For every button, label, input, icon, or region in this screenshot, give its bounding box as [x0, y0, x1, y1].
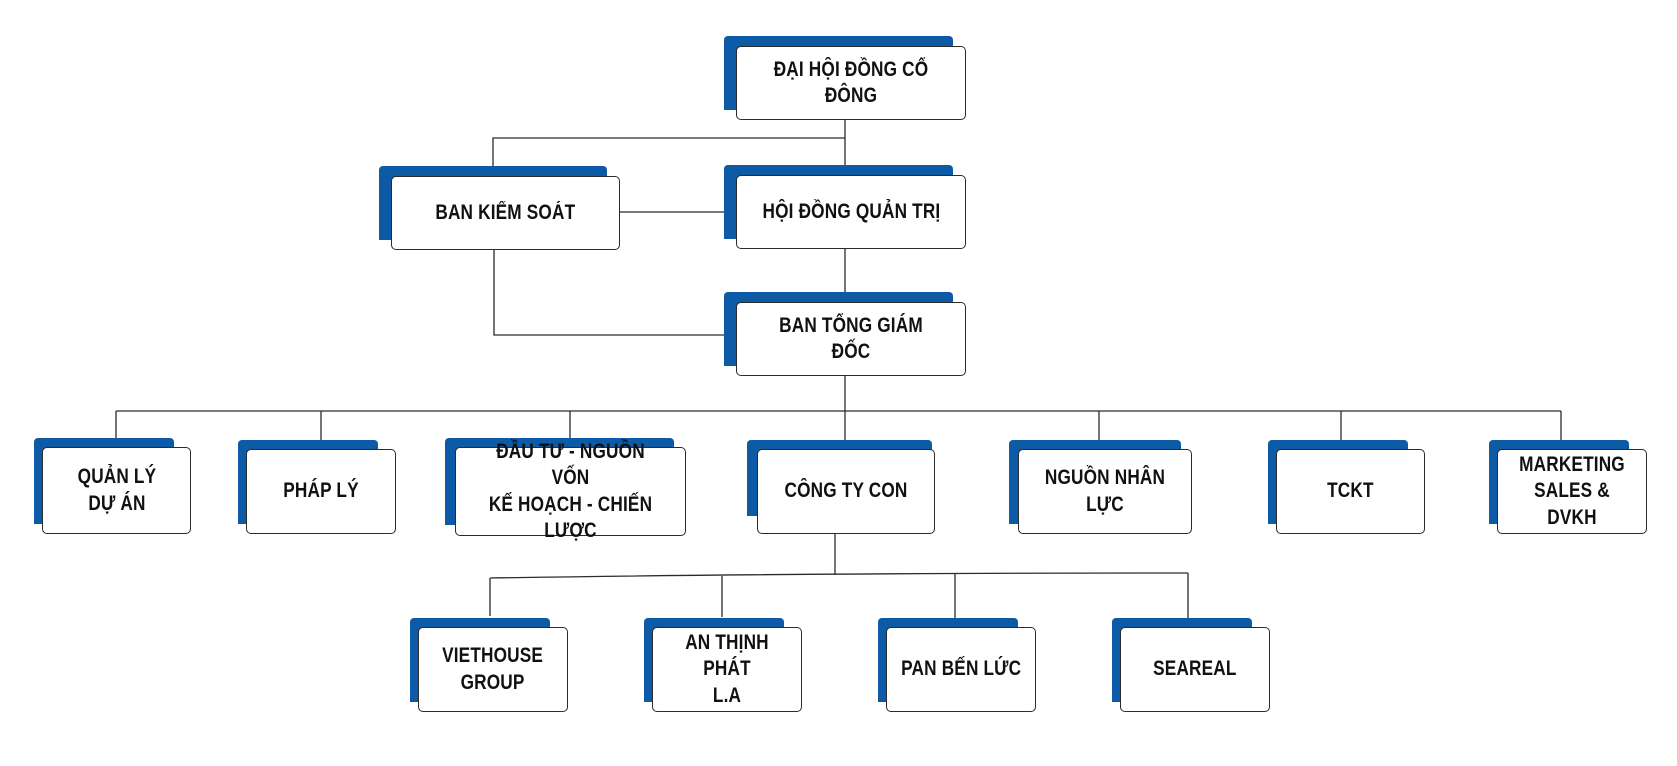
node-bks: BAN KIỂM SOÁT — [379, 166, 620, 250]
node-dhdcd: ĐẠI HỘI ĐỒNG CỔ ĐÔNG — [724, 36, 966, 120]
node-label: PHÁP LÝ — [283, 479, 359, 503]
node-dautu: ĐẦU TƯ - NGUỒN VỐN KẾ HOẠCH - CHIẾN LƯỢC — [445, 438, 686, 542]
node-label: CÔNG TY CON — [784, 479, 908, 503]
node-label: BAN TỔNG GIÁM ĐỐC — [779, 313, 923, 363]
link-bks-btgd — [493, 250, 739, 340]
node-marketing: MARKETING SALES & DVKH — [1489, 440, 1647, 534]
node-label: ĐẦU TƯ - NGUỒN VỐN KẾ HOẠCH - CHIẾN LƯỢC — [488, 440, 653, 542]
node-label: NGUỒN NHÂN LỰC — [1044, 466, 1166, 516]
node-label: VIETHOUSE GROUP — [442, 644, 544, 694]
node-label: BAN KIỂM SOÁT — [435, 200, 576, 224]
node-label: AN THỊNH PHÁT L.A — [685, 631, 769, 707]
node-tckt: TCKT — [1268, 440, 1425, 534]
node-label: SEAREAL — [1153, 657, 1237, 681]
node-seareal: SEAREAL — [1112, 618, 1270, 712]
node-anthinhphat: AN THỊNH PHÁT L.A — [644, 618, 802, 712]
node-nnl: NGUỒN NHÂN LỰC — [1009, 440, 1192, 534]
subsidiary-bus — [489, 572, 1189, 579]
node-label: ĐẠI HỘI ĐỒNG CỔ ĐÔNG — [773, 57, 929, 107]
node-qlda: QUẢN LÝ DỰ ÁN — [34, 438, 191, 534]
node-label: TCKT — [1327, 479, 1374, 503]
node-label: QUẢN LÝ DỰ ÁN — [77, 465, 156, 515]
node-btgd: BAN TỔNG GIÁM ĐỐC — [724, 292, 966, 376]
node-label: HỘI ĐỒNG QUẢN TRỊ — [762, 199, 940, 223]
node-phaply: PHÁP LÝ — [238, 440, 396, 534]
node-label: MARKETING SALES & DVKH — [1519, 453, 1625, 529]
node-viethouse: VIETHOUSE GROUP — [410, 618, 568, 712]
node-congtycon: CÔNG TY CON — [747, 440, 935, 534]
link-dhdcd-bks — [492, 137, 845, 176]
node-panbenluc: PAN BẾN LỨC — [878, 618, 1036, 712]
node-hdqt: HỘI ĐỒNG QUẢN TRỊ — [724, 165, 966, 249]
node-label: PAN BẾN LỨC — [900, 657, 1022, 681]
